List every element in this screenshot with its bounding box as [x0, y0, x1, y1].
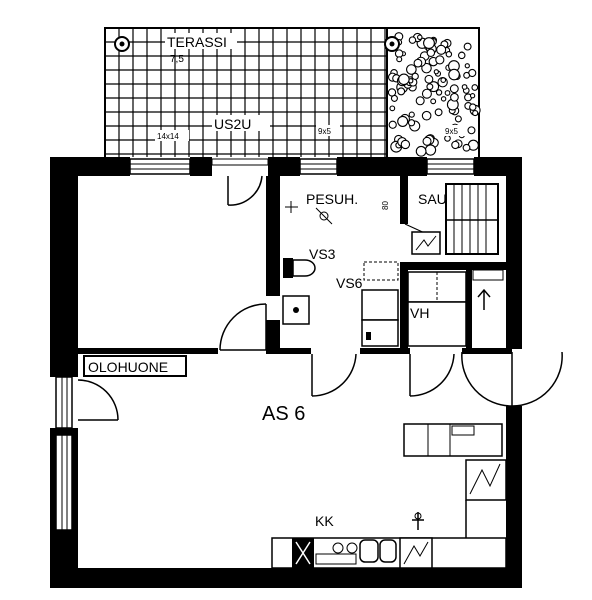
- terrace: TERASSI 7,5 14x14 9x5 9x5 US2U: [104, 27, 481, 163]
- kitchen: KK: [271, 423, 507, 569]
- vs6-label: VS6: [336, 275, 363, 291]
- terrace-area-label: 7,5: [170, 54, 184, 65]
- tile-size-label: 9x5: [318, 127, 331, 136]
- living-room-label: OLOHUONE: [88, 359, 168, 375]
- living-room: OLOHUONE AS 6: [83, 355, 305, 425]
- tap-icon: [412, 512, 424, 530]
- terrace-label: TERASSI: [167, 34, 227, 50]
- washroom: PESUH. 80 VS3 VS6: [282, 191, 399, 347]
- closet-door: [409, 353, 455, 397]
- gravel-area: [387, 32, 481, 157]
- closet-label: VH: [410, 305, 429, 321]
- entrance-door: [461, 351, 563, 407]
- stove-icon: [315, 542, 358, 565]
- sink-icon: [282, 295, 310, 325]
- bedroom-door: [219, 303, 267, 351]
- outer-walls: [50, 157, 522, 588]
- sink-icon: [359, 539, 397, 563]
- sauna-bench: [445, 183, 499, 255]
- fridge-icon: [399, 537, 433, 569]
- stove-code-label: 80: [381, 201, 390, 210]
- washing-machine: [361, 289, 399, 347]
- entrance-arrow-icon: [477, 288, 491, 310]
- interior-walls: [78, 176, 512, 354]
- tile-size-label: 14x14: [157, 132, 179, 141]
- bathroom-door: [311, 353, 357, 397]
- sauna-stove-icon: [411, 231, 441, 255]
- terrace-door: [227, 175, 263, 206]
- us2u-label: US2U: [214, 116, 251, 132]
- living-room-window-door: [77, 379, 119, 421]
- oven-icon: [465, 459, 507, 501]
- closet: VH: [407, 269, 504, 347]
- tile-size-label: 9x5: [445, 127, 458, 136]
- shower-icon: [315, 207, 333, 225]
- apartment-label: AS 6: [262, 403, 305, 425]
- washroom-label: PESUH.: [306, 191, 358, 207]
- toilet-icon: [283, 258, 316, 278]
- sauna: SAUNA: [411, 183, 499, 255]
- upper-cabinets: [403, 423, 503, 457]
- window: [129, 158, 191, 175]
- kitchen-label: KK: [315, 513, 334, 529]
- window: [299, 158, 338, 175]
- window: [55, 434, 73, 531]
- terrace-grid: [104, 27, 387, 157]
- doors: [77, 175, 563, 421]
- window: [426, 158, 475, 175]
- vs3-label: VS3: [309, 246, 336, 262]
- window: [55, 376, 73, 429]
